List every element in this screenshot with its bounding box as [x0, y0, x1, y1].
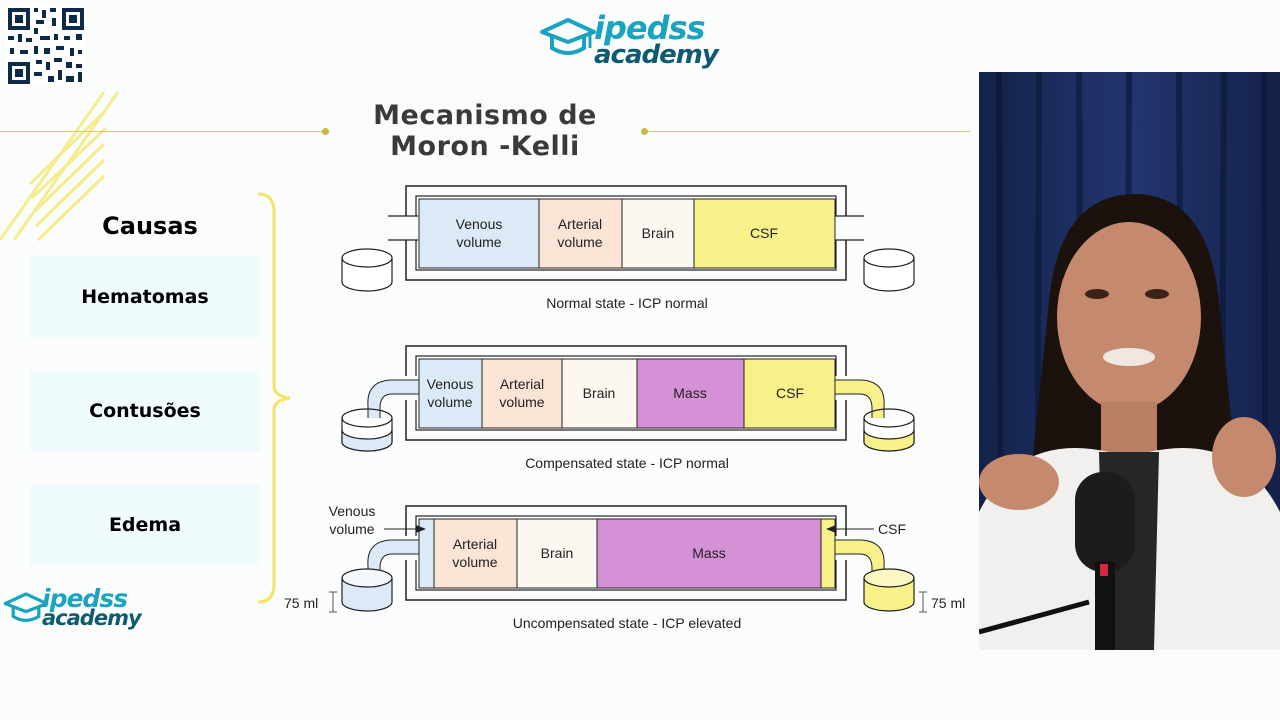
brand-logo-top: ipedss academy — [538, 10, 748, 74]
compartment-label: Brain — [541, 545, 574, 561]
slide-title-line1: Mecanismo de — [373, 100, 597, 131]
graduation-cap-icon — [540, 18, 596, 55]
compartment-label: Mass — [692, 545, 725, 561]
state-caption: Normal state - ICP normal — [546, 295, 708, 311]
callout-csf: CSF — [878, 521, 906, 537]
graduation-cap-icon — [3, 592, 49, 622]
brand-logo-bottom: ipedss academy — [2, 586, 172, 634]
causes-heading: Causas — [102, 212, 198, 240]
qr-code-icon — [6, 6, 86, 86]
brand-name-line2: academy — [42, 606, 142, 630]
title-rule-dot-left — [322, 128, 329, 135]
cause-item: Edema — [30, 484, 260, 566]
brand-name-line1: ipedss — [594, 9, 706, 47]
cause-item: Hematomas — [30, 256, 260, 338]
title-rule-dot-right — [641, 128, 648, 135]
compartment-label: Mass — [673, 385, 706, 401]
title-rule-left — [0, 131, 326, 132]
brand-name-line2: academy — [594, 40, 719, 70]
presenter-video-feed — [979, 72, 1280, 650]
compartment-label: CSF — [750, 225, 778, 241]
slide-title-line2: Moron -Kelli — [390, 131, 580, 162]
measure-right: 75 ml — [931, 595, 965, 611]
bracket-brace — [257, 192, 291, 604]
decorative-stripes — [0, 91, 120, 242]
slide-title: Mecanismo de Moron -Kelli — [346, 100, 624, 162]
state-caption: Compensated state - ICP normal — [525, 455, 729, 471]
cause-item: Contusões — [30, 370, 260, 452]
measure-left: 75 ml — [284, 595, 318, 611]
state-caption: Uncompensated state - ICP elevated — [513, 615, 742, 631]
compartment-label: Brain — [642, 225, 675, 241]
title-rule-right — [645, 131, 970, 132]
compartment-label: Brain — [583, 385, 616, 401]
brand-name-line1: ipedss — [42, 584, 128, 613]
compartment-label: CSF — [776, 385, 804, 401]
